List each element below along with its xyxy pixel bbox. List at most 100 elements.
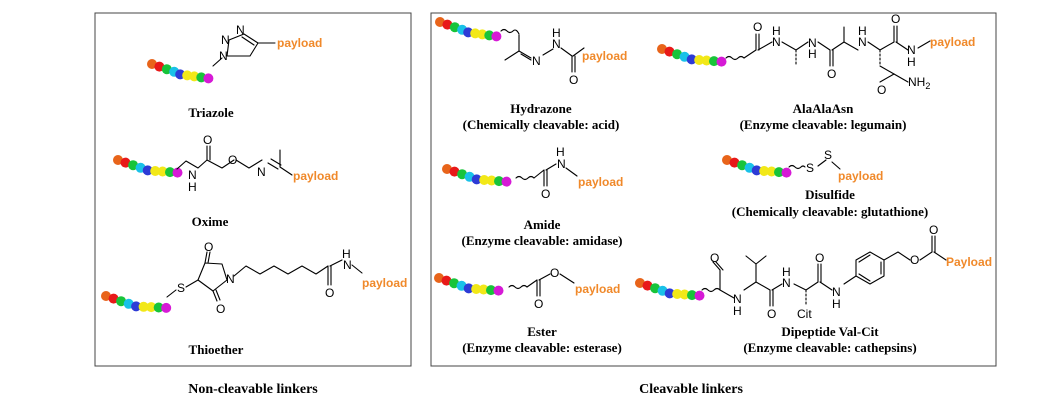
atom-o4: O	[877, 83, 886, 97]
atom-o4: O	[910, 253, 919, 267]
cleavable-caption: Cleavable linkers	[639, 382, 743, 397]
bead	[113, 155, 123, 165]
atom-o2: O	[216, 302, 225, 316]
payload-label: payload	[582, 49, 627, 63]
bead	[463, 283, 474, 294]
bead	[153, 302, 164, 313]
atom-h1: H	[772, 24, 781, 38]
ester-structure: O O payload	[434, 266, 620, 311]
amide-desc: (Enzyme cleavable: amidase)	[461, 233, 622, 248]
atom-o2: O	[827, 67, 836, 81]
atom-n3: N	[832, 285, 841, 299]
atom-n: N	[188, 168, 197, 182]
bead	[165, 167, 175, 178]
bead	[449, 166, 460, 177]
atom-n1: N	[772, 35, 781, 49]
atom-o1: O	[710, 251, 719, 265]
bead	[729, 157, 740, 168]
bead	[781, 167, 792, 178]
atom-o3: O	[891, 12, 900, 26]
payload-label: payload	[578, 175, 623, 189]
cleavable-panel	[430, 12, 997, 367]
atom-n1: N	[532, 54, 541, 68]
bead	[138, 301, 149, 312]
atom-o: O	[203, 133, 212, 147]
atom-n2: N	[221, 33, 230, 47]
atom-o5: O	[929, 223, 938, 237]
valcit-structure: O N H O H N Cit O N H O O Payload	[635, 223, 992, 321]
bead	[142, 165, 153, 176]
bead	[146, 302, 157, 313]
bead	[493, 285, 504, 296]
atom-h: H	[556, 145, 565, 159]
atom-h2: H	[808, 47, 817, 61]
bead-chain	[442, 164, 512, 187]
bead	[120, 157, 131, 168]
triazole-structure: N N N payload	[147, 23, 322, 84]
payload-label: payload	[930, 35, 975, 49]
payload-label: Payload	[946, 255, 992, 269]
atom-h4: H	[907, 55, 916, 69]
atom-s1: S	[806, 161, 814, 175]
bead-chain	[147, 59, 214, 84]
atom-o2: O	[228, 153, 237, 167]
bead	[672, 289, 683, 299]
bead	[650, 283, 661, 294]
bead	[491, 31, 502, 42]
atom-h: H	[552, 26, 561, 40]
disulfide-name: Disulfide	[805, 187, 855, 202]
atom-o1: O	[534, 297, 543, 311]
atom-n: N	[557, 157, 566, 171]
bead	[716, 56, 727, 67]
amide-structure: O H N payload	[442, 145, 623, 201]
atom-h: H	[188, 180, 197, 194]
atom-n2: N	[257, 165, 266, 179]
atom-o: O	[569, 73, 578, 87]
bead	[434, 273, 444, 283]
bead	[501, 176, 512, 187]
disulfide-desc: (Chemically cleavable: glutathione)	[732, 204, 928, 219]
bead	[664, 288, 675, 299]
bead	[479, 175, 490, 185]
oxime-name: Oxime	[192, 214, 229, 229]
bead	[687, 290, 697, 301]
hydrazone-structure: N N H O payload	[435, 17, 627, 87]
bead	[679, 289, 690, 300]
atom-n1: N	[733, 292, 742, 306]
bead	[442, 164, 452, 174]
hydrazone-desc: (Chemically cleavable: acid)	[463, 117, 620, 132]
atom-n2: N	[343, 258, 352, 272]
disulfide-structure: S S payload	[722, 148, 883, 183]
bead-chain	[657, 44, 727, 67]
atom-n3: N	[858, 35, 867, 49]
alaalaasn-desc: (Enzyme cleavable: legumain)	[740, 117, 907, 132]
atom-s2: S	[824, 148, 832, 162]
payload-label: payload	[293, 169, 338, 183]
bead	[116, 296, 127, 307]
hydrazone-name: Hydrazone	[510, 101, 572, 116]
atom-nh2: NH2	[908, 75, 930, 91]
thioether-structure: S O N O O H N payload	[101, 240, 407, 316]
ester-name: Ester	[527, 324, 557, 339]
payload-label: payload	[277, 36, 322, 50]
atom-cit: Cit	[797, 307, 812, 321]
amide-name: Amide	[524, 217, 561, 232]
atom-h3: H	[858, 24, 867, 38]
atom-n: N	[226, 272, 235, 286]
bead	[722, 155, 732, 165]
bead	[471, 174, 482, 185]
thioether-name: Thioether	[189, 342, 244, 357]
atom-o2: O	[767, 307, 776, 321]
bead	[478, 284, 489, 295]
triazole-name: Triazole	[188, 105, 233, 120]
bead	[101, 291, 111, 301]
bead	[161, 302, 172, 313]
bead	[471, 284, 482, 294]
bead	[686, 54, 697, 65]
bead	[701, 55, 712, 66]
atom-n2: N	[782, 276, 791, 290]
bead	[766, 166, 777, 177]
bead	[486, 285, 496, 296]
bead	[150, 166, 161, 176]
atom-h3: H	[832, 297, 841, 311]
